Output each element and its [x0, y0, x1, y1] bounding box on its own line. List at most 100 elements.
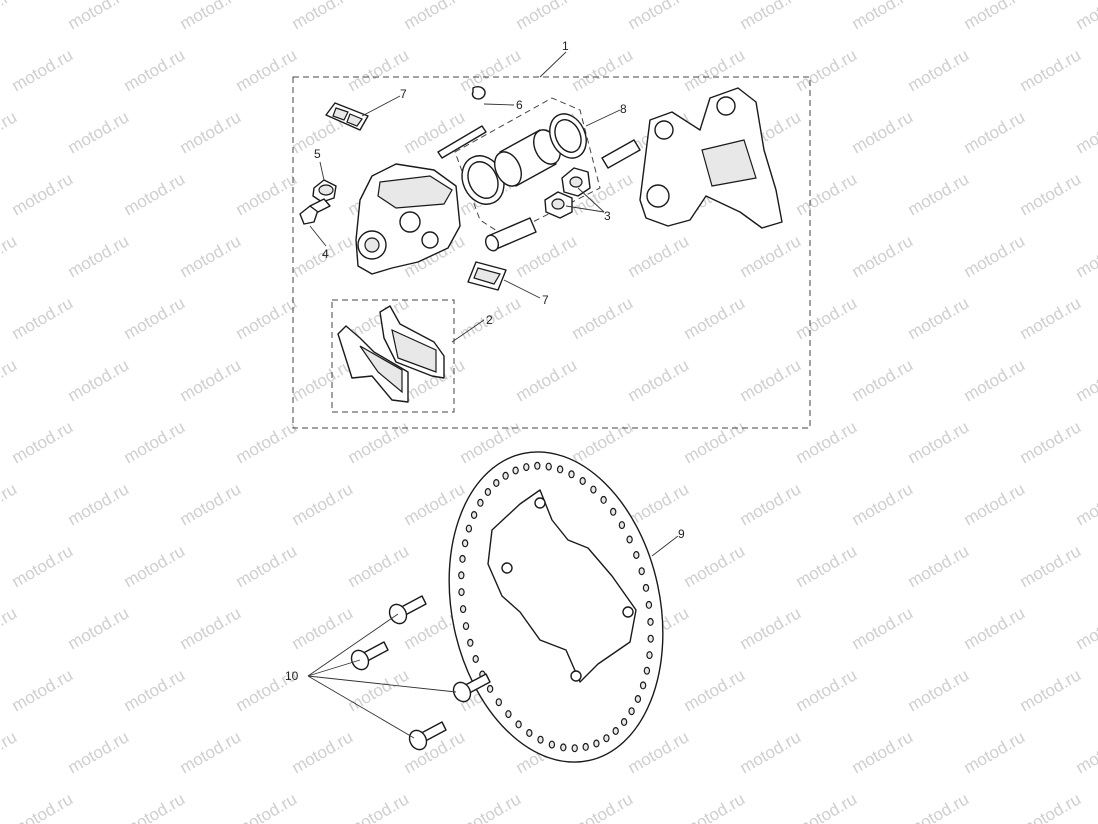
watermark-text: motod.ru: [569, 789, 637, 824]
watermark-text: motod.ru: [681, 417, 749, 467]
watermark-text: motod.ru: [961, 0, 1029, 33]
leader-lines: [307, 51, 679, 739]
watermark-text: motod.ru: [961, 231, 1029, 281]
watermark-text: motod.ru: [289, 603, 357, 653]
watermark-text: motod.ru: [0, 355, 20, 405]
caliper-bolt: [484, 217, 537, 252]
watermark-text: motod.ru: [233, 541, 301, 591]
disc-hole: [505, 710, 512, 719]
disc-hole: [647, 634, 654, 643]
disc-hole: [647, 617, 654, 626]
brake-disc: [448, 451, 664, 763]
watermark-text: motod.ru: [65, 231, 133, 281]
watermark-text: motod.ru: [9, 169, 77, 219]
disc-hole: [523, 463, 530, 472]
disc-hole: [633, 550, 640, 559]
watermark-text: motod.ru: [849, 727, 917, 777]
disc-hole: [646, 651, 653, 660]
disc-hole: [458, 588, 465, 597]
mounting-bush: [544, 139, 641, 219]
watermark-text: motod.ru: [233, 789, 301, 824]
watermark-text: motod.ru: [177, 479, 245, 529]
watermark-text: motod.ru: [9, 417, 77, 467]
callout-4: 4: [322, 247, 329, 261]
disc-hole: [643, 666, 651, 675]
callout-7-bottom: 7: [542, 293, 549, 307]
watermark-text: motod.ru: [1073, 0, 1098, 33]
watermark-text: motod.ru: [177, 727, 245, 777]
watermark-text: motod.ru: [121, 45, 189, 95]
watermark-text: motod.ru: [793, 417, 861, 467]
watermark-text: motod.ru: [961, 479, 1029, 529]
disc-hole: [458, 571, 465, 580]
disc-hole: [628, 707, 635, 716]
watermark-text: motod.ru: [1017, 665, 1085, 715]
disc-hole: [526, 728, 533, 737]
watermark-text: motod.ru: [569, 417, 637, 467]
watermark-text: motod.ru: [905, 665, 973, 715]
watermark-text: motod.ru: [793, 789, 861, 824]
watermark-text: motod.ru: [849, 231, 917, 281]
disc-bolt: [350, 641, 389, 671]
watermark-text: motod.ru: [121, 665, 189, 715]
watermark-text: motod.ru: [345, 541, 413, 591]
watermark-text: motod.ru: [849, 355, 917, 405]
disc-hole: [642, 583, 650, 592]
watermark-text: motod.ru: [961, 727, 1029, 777]
watermark-text: motod.ru: [513, 355, 581, 405]
watermark-text: motod.ru: [457, 789, 525, 824]
callout-7-top: 7: [400, 87, 407, 101]
watermark-text: motod.ru: [1073, 727, 1098, 777]
watermark-text: motod.ru: [177, 0, 245, 33]
watermark-text: motod.ru: [569, 45, 637, 95]
disc-hole: [560, 743, 567, 752]
watermark-text: motod.ru: [121, 541, 189, 591]
callout-6: 6: [516, 98, 523, 112]
watermark-text: motod.ru: [793, 293, 861, 343]
watermark-text: motod.ru: [513, 231, 581, 281]
watermark-text: motod.ru: [793, 541, 861, 591]
watermark-text: motod.ru: [289, 727, 357, 777]
watermark-text: motod.ru: [1017, 169, 1085, 219]
watermark-text: motod.ru: [681, 789, 749, 824]
disc-hole: [568, 470, 575, 479]
watermark-text: motod.ru: [737, 727, 805, 777]
callout-10: 10: [285, 669, 299, 683]
disc-hole: [579, 477, 586, 486]
disc-hole: [459, 554, 466, 563]
disc-hole: [537, 735, 544, 744]
disc-hole: [603, 734, 610, 743]
watermark-text: motod.ru: [737, 479, 805, 529]
disc-hole: [534, 461, 541, 470]
watermark-text: motod.ru: [0, 107, 20, 157]
watermark-text: motod.ru: [625, 0, 693, 33]
caliper-bracket: [639, 87, 783, 229]
disc-hole: [634, 694, 642, 703]
watermark-text: motod.ru: [1017, 45, 1085, 95]
disc-bolt: [452, 673, 491, 703]
watermark-text: motod.ru: [177, 355, 245, 405]
watermark-text: motod.ru: [0, 231, 20, 281]
disc-hole: [472, 654, 479, 663]
disc-hole: [502, 471, 509, 480]
caliper-body: [355, 163, 461, 275]
watermark-text: motod.ru: [737, 603, 805, 653]
watermark-text: motod.ru: [793, 169, 861, 219]
watermark-text: motod.ru: [905, 45, 973, 95]
callout-1: 1: [562, 39, 569, 53]
disc-hole: [467, 638, 474, 647]
watermark-text: motod.ru: [0, 0, 20, 33]
watermark-text: motod.ru: [793, 665, 861, 715]
disc-hole: [477, 498, 484, 507]
disc-bolt: [408, 721, 447, 751]
brake-pad-left: [337, 325, 409, 403]
watermark-text: motod.ru: [905, 293, 973, 343]
watermark-text: motod.ru: [9, 541, 77, 591]
watermark-text: motod.ru: [625, 727, 693, 777]
disc-bolt: [388, 595, 427, 625]
callout-5: 5: [314, 147, 321, 161]
disc-hole: [638, 567, 645, 576]
watermark-text: motod.ru: [849, 603, 917, 653]
watermark-text: motod.ru: [905, 169, 973, 219]
watermark-text: motod.ru: [849, 0, 917, 33]
